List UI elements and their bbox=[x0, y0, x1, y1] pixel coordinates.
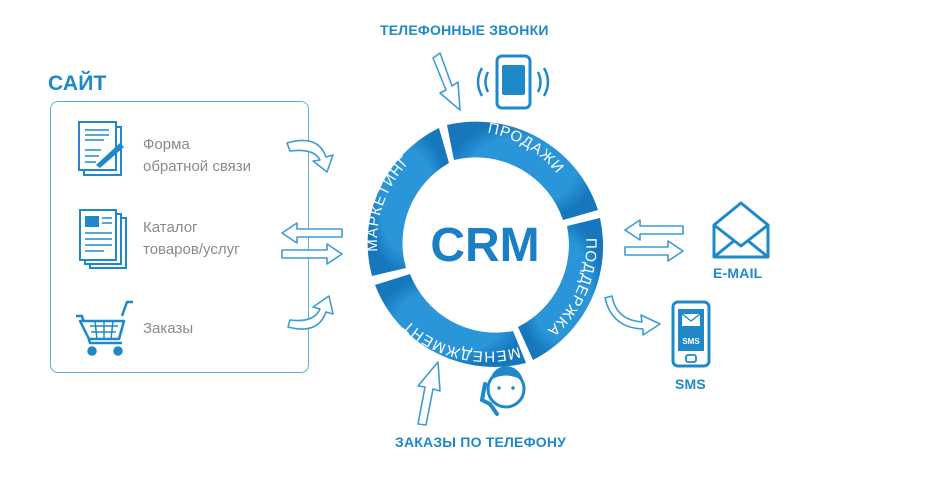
site-item-label-line2: товаров/услуг bbox=[143, 241, 240, 258]
ring-segment-sales bbox=[447, 121, 598, 220]
site-item-orders: Заказы bbox=[143, 318, 193, 340]
shopping-cart-icon bbox=[76, 300, 133, 356]
ring-segment-support bbox=[518, 218, 604, 360]
ring-segment-management bbox=[375, 274, 526, 367]
sms-phone-icon: SMS bbox=[671, 300, 711, 368]
arrow-crm-to-sms bbox=[604, 295, 661, 336]
email-label: E-MAIL bbox=[713, 265, 763, 281]
sms-label: SMS bbox=[675, 376, 706, 392]
phone-orders-label: ЗАКАЗЫ ПО ТЕЛЕФОНУ bbox=[395, 434, 567, 450]
site-item-catalog: Каталог товаров/услуг bbox=[143, 217, 240, 261]
operator-headset-icon bbox=[479, 366, 526, 416]
site-item-label-line2: обратной связи bbox=[143, 158, 252, 175]
arrow-feedback-to-crm bbox=[286, 139, 334, 173]
feedback-form-icon bbox=[78, 121, 124, 176]
site-item-label-line1: Форма bbox=[143, 136, 190, 153]
phone-calls-label: ТЕЛЕФОННЫЕ ЗВОНКИ bbox=[380, 22, 549, 38]
crm-ring bbox=[367, 121, 604, 367]
site-item-label-line1: Каталог bbox=[143, 219, 198, 236]
arrow-orders-to-crm bbox=[287, 295, 334, 330]
sms-screen-text: SMS bbox=[682, 337, 700, 346]
ring-segment-marketing bbox=[367, 128, 449, 276]
arrow-phone-orders bbox=[417, 361, 441, 426]
arrow-catalog-bidirectional bbox=[281, 222, 343, 265]
catalog-icon bbox=[79, 209, 127, 269]
site-title: САЙТ bbox=[48, 72, 107, 95]
mobile-phone-icon bbox=[476, 54, 550, 110]
crm-center-label: CRM bbox=[430, 219, 539, 272]
arrow-phone-calls bbox=[432, 52, 461, 111]
envelope-icon bbox=[712, 201, 770, 259]
site-item-feedback-form: Форма обратной связи bbox=[143, 134, 251, 178]
arrow-email-bidirectional bbox=[624, 219, 684, 262]
site-item-label-line1: Заказы bbox=[143, 320, 194, 337]
